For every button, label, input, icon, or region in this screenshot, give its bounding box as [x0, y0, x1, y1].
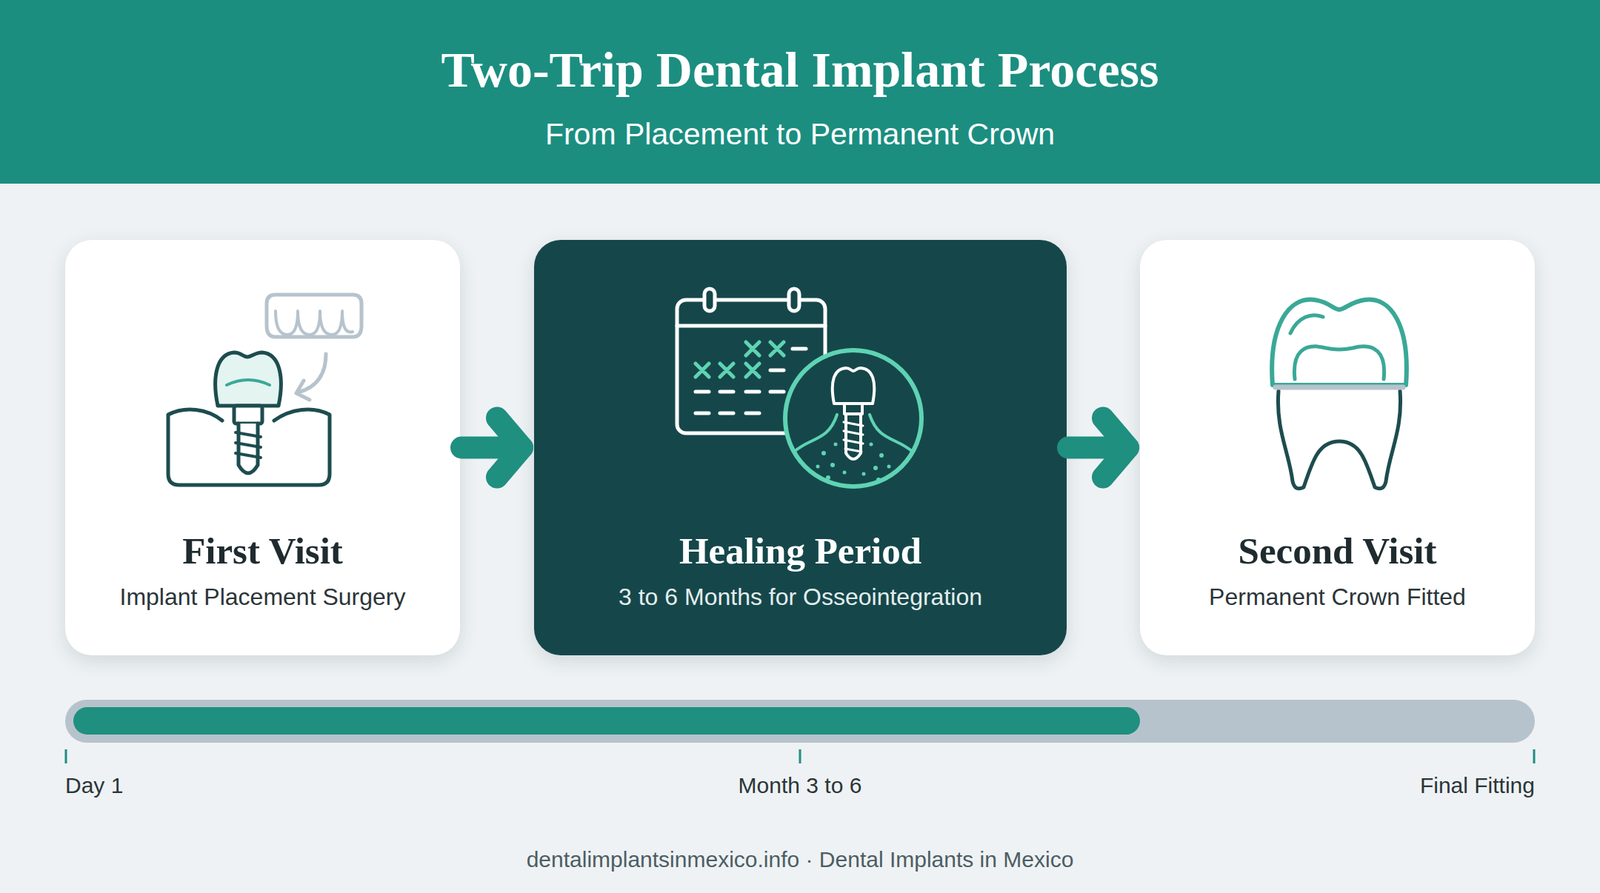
tooth-root — [1277, 391, 1400, 489]
timeline-label: Final Fitting — [1238, 771, 1535, 800]
flow-arrow — [461, 418, 523, 478]
calendar — [677, 300, 826, 434]
visit-card: First VisitImplant Placement Surgery — [65, 240, 460, 656]
implant-crown — [832, 368, 875, 404]
diagram-title: Two-Trip Dental Implant Process — [0, 41, 1600, 98]
arrow-shaft — [1068, 437, 1129, 460]
card-heading: Healing Period — [534, 528, 1067, 574]
arrow-head — [1102, 418, 1129, 478]
bone-contour — [794, 414, 913, 452]
flow-arrow — [1068, 418, 1129, 478]
progress-fill — [73, 707, 1140, 735]
bone-dots — [816, 442, 892, 483]
card-description: Permanent Crown Fitted — [1140, 582, 1535, 612]
card-description: Implant Placement Surgery — [65, 582, 460, 612]
card-heading: First Visit — [65, 528, 460, 574]
screw-thread — [235, 432, 261, 458]
timeline-tick — [799, 749, 802, 764]
curved-arrow-head — [296, 380, 310, 400]
healing-icon — [677, 288, 922, 487]
screw-thread — [843, 422, 863, 452]
timeline-label: Month 3 to 6 — [614, 771, 986, 800]
calendar-ring — [788, 288, 800, 312]
timeline-tick — [65, 749, 68, 764]
crown-shine — [226, 380, 270, 386]
title-text: Two-Trip Dental Implant Process — [441, 41, 1160, 98]
crown-margin — [1275, 385, 1403, 391]
implant-crown — [215, 352, 282, 406]
progress-track — [65, 700, 1535, 743]
crown-shine — [1290, 315, 1323, 334]
calendar-dashes — [695, 348, 806, 414]
gum-outline — [168, 409, 330, 486]
phase-card: Healing Period 3 to 6 Months for Osseoint… — [534, 240, 1067, 656]
curved-arrow — [297, 354, 326, 393]
implant-screw — [238, 423, 258, 474]
abutment — [234, 405, 263, 424]
crown-inner — [1294, 346, 1384, 380]
card-description: 3 to 6 Months for Osseointegration — [534, 582, 1067, 612]
denture-teeth — [275, 311, 353, 335]
visit-card: Second VisitPermanent Crown Fitted — [1140, 240, 1535, 656]
arrow-head — [497, 418, 523, 478]
implant-icon — [168, 294, 362, 486]
footer-caption: dentalimplantsinmexico.info · Dental Imp… — [0, 845, 1600, 875]
abutment — [844, 403, 863, 415]
calendar-header — [677, 324, 826, 329]
denture-arch — [266, 294, 362, 338]
tooth-crown — [1271, 300, 1407, 386]
calendar-crosses — [695, 342, 784, 378]
implant-screw — [845, 414, 861, 460]
timeline-tick — [1533, 749, 1536, 764]
caption-text: dentalimplantsinmexico.info · Dental Imp… — [526, 847, 1075, 872]
arrow-shaft — [461, 437, 523, 460]
diagram-subtitle: From Placement to Permanent Crown — [0, 115, 1600, 154]
healing-circle — [785, 350, 922, 487]
card-heading: Second Visit — [1140, 528, 1535, 574]
calendar-ring — [704, 288, 715, 312]
timeline-label: Day 1 — [65, 771, 362, 800]
crown-icon — [1271, 300, 1407, 489]
